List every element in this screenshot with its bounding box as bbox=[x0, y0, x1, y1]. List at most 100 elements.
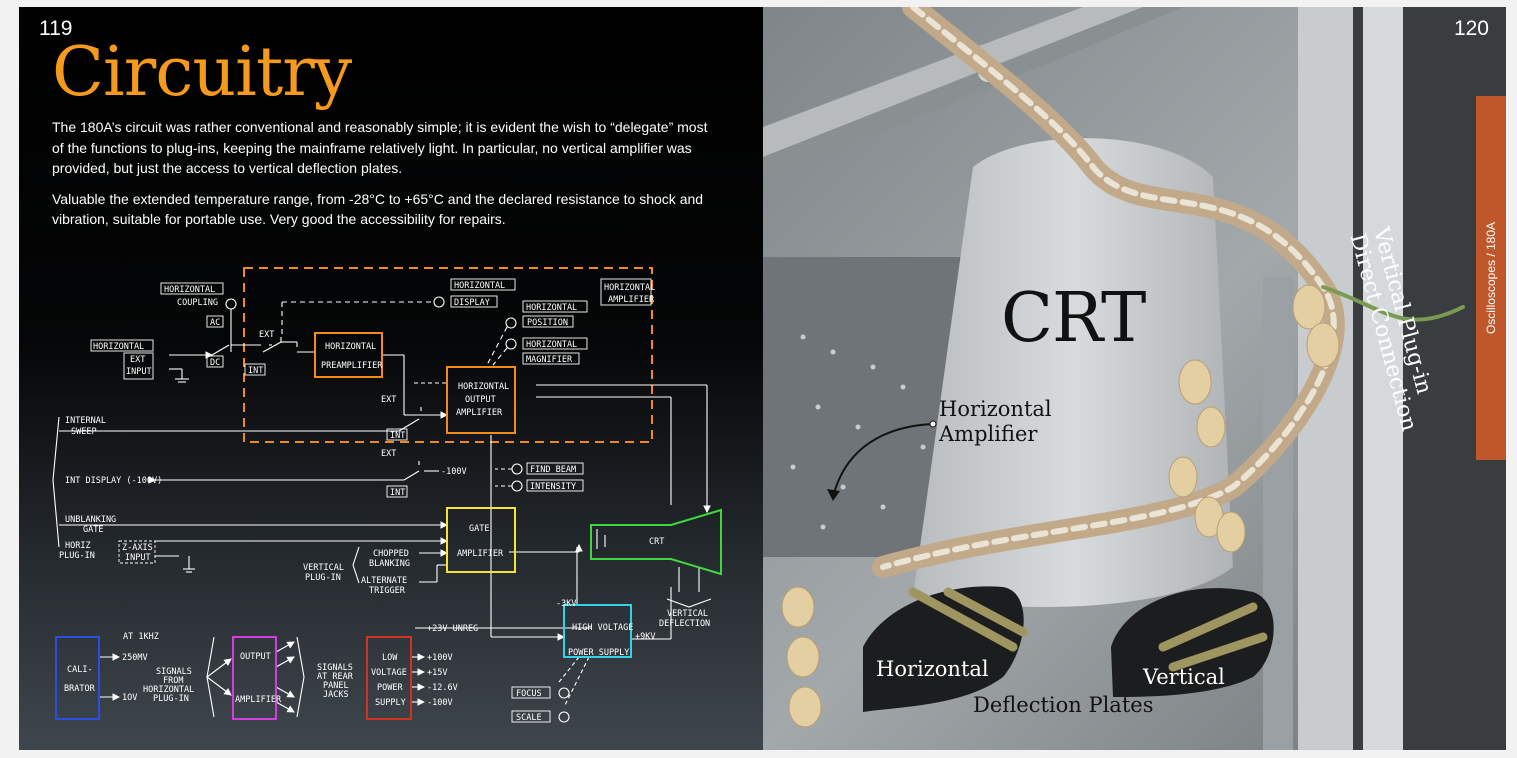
label-find-beam: FIND BEAM bbox=[530, 465, 576, 475]
svg-text:POSITION: POSITION bbox=[527, 318, 568, 328]
low-voltage-power-supply-block bbox=[366, 636, 412, 720]
label-calibrator: CALI- bbox=[67, 665, 93, 675]
horizontal-section-box bbox=[243, 267, 653, 443]
label-high-voltage: HIGH VOLTAGE bbox=[572, 623, 633, 633]
book-spread: 119 Circuitry The 180A’s circuit was rat… bbox=[19, 7, 1506, 750]
svg-text:PLUG-IN: PLUG-IN bbox=[305, 573, 341, 583]
label-z-axis: Z-AXIS bbox=[122, 543, 153, 553]
label-horizontal-display: HORIZONTAL bbox=[454, 281, 505, 291]
label-plus-9kv: +9KV bbox=[635, 632, 655, 642]
horizontal-preamplifier-block bbox=[314, 332, 383, 378]
body-text: The 180A’s circuit was rather convention… bbox=[52, 117, 712, 240]
label-dc: DC bbox=[210, 358, 220, 368]
label-scale: SCALE bbox=[516, 713, 542, 723]
svg-text:OUTPUT: OUTPUT bbox=[465, 395, 496, 405]
svg-text:JACKS: JACKS bbox=[323, 690, 349, 700]
high-voltage-power-supply-block bbox=[563, 604, 632, 658]
label-horizontal-amplifier: HORIZONTAL bbox=[604, 283, 655, 293]
svg-text:INT: INT bbox=[390, 431, 405, 441]
photo-label-horizontal: Horizontal bbox=[876, 657, 989, 681]
label-int: INT bbox=[248, 366, 263, 376]
svg-text:PLUG-IN: PLUG-IN bbox=[153, 694, 189, 704]
label-23v-unreg: +23V UNREG bbox=[427, 624, 478, 634]
svg-text:GATE: GATE bbox=[83, 525, 103, 535]
svg-text:TRIGGER: TRIGGER bbox=[369, 586, 406, 596]
label-horizontal-coupling: HORIZONTAL bbox=[164, 285, 215, 295]
label-preamp: HORIZONTAL bbox=[325, 342, 376, 352]
svg-text:EXT: EXT bbox=[130, 355, 145, 365]
photo-label-horizontal-amplifier: Horizontal bbox=[939, 397, 1052, 421]
svg-text:COUPLING: COUPLING bbox=[177, 298, 218, 308]
svg-text:EXT: EXT bbox=[381, 395, 396, 405]
label-supply-12v: -12.6V bbox=[427, 683, 458, 693]
photo-label-deflection-plates: Deflection Plates bbox=[973, 693, 1154, 717]
horizontal-output-amplifier-block bbox=[446, 366, 516, 434]
svg-text:AT REAR: AT REAR bbox=[317, 672, 354, 682]
left-page: 119 Circuitry The 180A’s circuit was rat… bbox=[19, 7, 763, 750]
label-supply-minus-100v: -100V bbox=[427, 698, 453, 708]
photo-label-vertical: Vertical bbox=[1143, 665, 1225, 689]
label-focus: FOCUS bbox=[516, 689, 542, 699]
label-alternate-trigger: ALTERNATE bbox=[361, 576, 407, 586]
svg-text:PANEL: PANEL bbox=[323, 681, 349, 691]
svg-text:MAGNIFIER: MAGNIFIER bbox=[526, 355, 573, 365]
svg-text:AMPLIFIER: AMPLIFIER bbox=[235, 695, 282, 705]
label-horizontal-magnifier: HORIZONTAL bbox=[526, 340, 577, 350]
svg-text:INPUT: INPUT bbox=[125, 553, 151, 563]
label-output-amplifier: OUTPUT bbox=[240, 652, 271, 662]
svg-text:INPUT: INPUT bbox=[126, 367, 152, 377]
label-signals-from-plugin: SIGNALS bbox=[156, 667, 192, 677]
svg-text:PREAMPLIFIER: PREAMPLIFIER bbox=[321, 361, 383, 371]
section-tab-label: Oscilloscopes / 180A bbox=[1484, 221, 1498, 335]
svg-text:BLANKING: BLANKING bbox=[369, 559, 410, 569]
label-ext: EXT bbox=[259, 330, 274, 340]
svg-text:DISPLAY: DISPLAY bbox=[454, 298, 490, 308]
label-minus-100v: -100V bbox=[441, 467, 467, 477]
label-supply-100v: +100V bbox=[427, 653, 453, 663]
svg-text:FROM: FROM bbox=[163, 676, 183, 686]
crt-outline bbox=[590, 508, 722, 576]
svg-text:EXT: EXT bbox=[381, 449, 396, 459]
svg-text:POWER: POWER bbox=[377, 683, 403, 693]
svg-text:SUPPLY: SUPPLY bbox=[375, 698, 406, 708]
circuit-block-diagram: HORIZONTAL COUPLING AC DC HORIZONTAL EXT… bbox=[52, 267, 722, 723]
page-title: Circuitry bbox=[52, 33, 352, 112]
svg-text:POWER SUPPLY: POWER SUPPLY bbox=[568, 648, 629, 658]
label-chopped-blanking: CHOPPED bbox=[373, 549, 409, 559]
photo-label-crt: CRT bbox=[1001, 279, 1146, 358]
svg-text:BRATOR: BRATOR bbox=[64, 684, 96, 694]
label-signals-rear: SIGNALS bbox=[317, 663, 353, 673]
svg-text:AMPLIFIER: AMPLIFIER bbox=[457, 549, 504, 559]
svg-text:AMPLIFIER: AMPLIFIER bbox=[456, 408, 503, 418]
svg-text:SWEEP: SWEEP bbox=[71, 427, 97, 437]
label-output-amp: HORIZONTAL bbox=[458, 382, 509, 392]
calibrator-block bbox=[55, 636, 100, 720]
label-int-display: INT DISPLAY (-100V) bbox=[65, 476, 162, 486]
paragraph-1: The 180A’s circuit was rather convention… bbox=[52, 119, 708, 176]
label-1v: 1OV bbox=[122, 693, 137, 703]
label-vertical-deflection: VERTICAL bbox=[667, 609, 708, 619]
label-horizontal-ext-input: HORIZONTAL bbox=[93, 342, 144, 352]
label-internal-sweep: INTERNAL bbox=[65, 416, 106, 426]
right-page: CRT Horizontal Amplifier Vertical Plug-i… bbox=[763, 7, 1506, 750]
label-horiz-plugin: HORIZ bbox=[65, 541, 91, 551]
svg-text:AMPLIFIER: AMPLIFIER bbox=[608, 295, 655, 305]
label-low-voltage: LOW bbox=[382, 653, 398, 663]
label-unblanking-gate: UNBLANKING bbox=[65, 515, 116, 525]
label-250mv: 250MV bbox=[122, 653, 148, 663]
page-number-left: 119 bbox=[39, 17, 73, 40]
label-at-1khz: AT 1KHZ bbox=[123, 632, 159, 642]
photo-label-horizontal-amplifier-2: Amplifier bbox=[939, 422, 1038, 446]
svg-text:DEFLECTION: DEFLECTION bbox=[659, 619, 710, 629]
svg-text:PLUG-IN: PLUG-IN bbox=[59, 551, 95, 561]
svg-text:VOLTAGE: VOLTAGE bbox=[371, 668, 407, 678]
section-tab: Oscilloscopes / 180A bbox=[1476, 96, 1506, 460]
label-supply-15v: +15V bbox=[427, 668, 447, 678]
page-number-right: 120 bbox=[1453, 17, 1489, 40]
label-gate: GATE bbox=[469, 524, 489, 534]
label-crt: CRT bbox=[649, 537, 664, 547]
svg-text:INT: INT bbox=[390, 488, 405, 498]
label-intensity: INTENSITY bbox=[530, 482, 576, 492]
output-amplifier-block bbox=[232, 636, 277, 720]
label-ac: AC bbox=[210, 318, 220, 328]
